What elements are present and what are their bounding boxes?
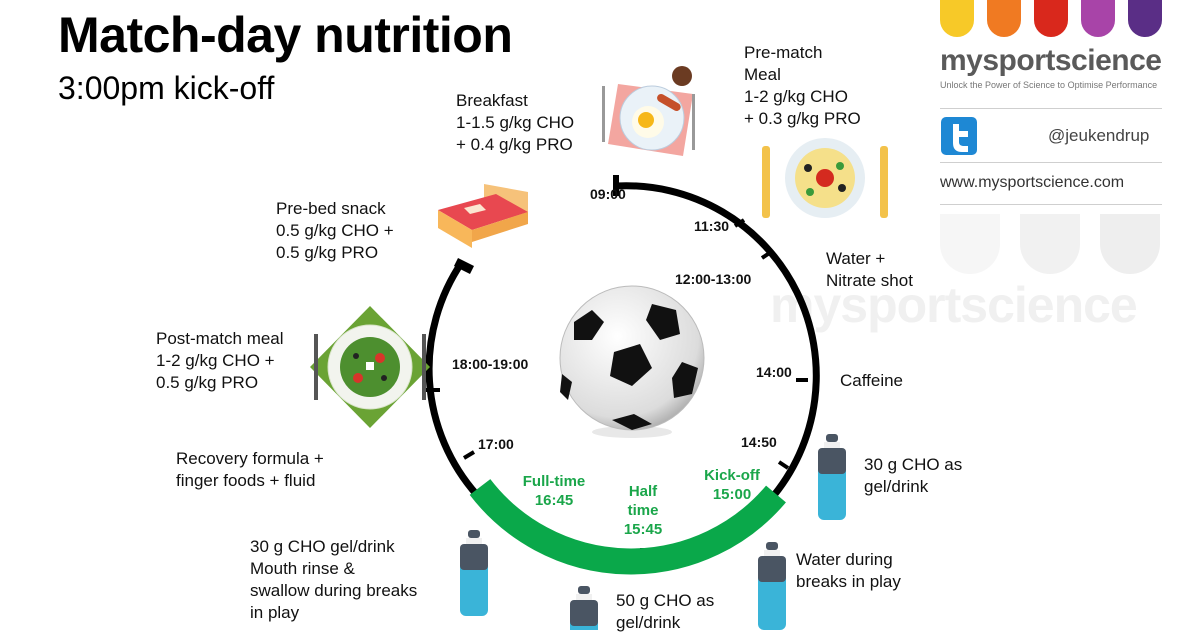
divider: [940, 162, 1162, 163]
prebed-snack-text: Pre-bed snack 0.5 g/kg CHO + 0.5 g/kg PR…: [276, 199, 394, 262]
divider: [940, 204, 1162, 205]
time-1400: 14:00: [756, 364, 792, 380]
time-1130: 11:30: [694, 218, 730, 234]
time-1200-1300: 12:00-13:00: [675, 271, 752, 287]
water-breaks-text: Water during breaks in play: [796, 550, 901, 591]
recovery-text: Recovery formula + finger foods + fluid: [176, 449, 324, 490]
twitter-icon[interactable]: [941, 117, 977, 155]
time-1800-1900: 18:00-19:00: [452, 356, 529, 372]
watermark-text: mysportscience: [770, 277, 1138, 333]
brand-tagline: Unlock the Power of Science to Optimise …: [940, 80, 1158, 90]
brand-name: mysportscience: [940, 44, 1162, 77]
soccer-ball-icon: [559, 285, 705, 438]
breakfast-text: Breakfast 1-1.5 g/kg CHO + 0.4 g/kg PRO: [456, 91, 575, 154]
page-title: Match-day nutrition: [58, 7, 513, 63]
page-subtitle: 3:00pm kick-off: [58, 70, 275, 106]
cho50-half-text: 50 g CHO as gel/drink: [616, 591, 715, 632]
brand-drops-icon: [940, 0, 1162, 38]
divider: [940, 108, 1162, 109]
halftime-label: Half time 15:45: [623, 483, 663, 538]
twitter-handle[interactable]: @jeukendrup: [1048, 126, 1150, 145]
drink-bottle-icon: [758, 542, 786, 630]
drink-bottle-icon: [570, 586, 598, 630]
salad-plate-icon: [310, 306, 430, 428]
caffeine-text: Caffeine: [840, 371, 904, 390]
water-nitrate-text: Water + Nitrate shot: [826, 249, 913, 290]
time-1700: 17:00: [478, 436, 514, 452]
kickoff-label: Kick-off 15:00: [704, 467, 760, 503]
fulltime-label: Full-time 16:45: [522, 473, 586, 509]
time-1450: 14:50: [741, 434, 777, 450]
breakfast-plate-icon: [602, 66, 695, 156]
cho30-pre-text: 30 g CHO as gel/drink: [864, 455, 963, 496]
drink-bottle-icon: [818, 434, 846, 520]
watermark-drops-icon: [940, 214, 1160, 274]
drink-bottle-icon: [460, 530, 488, 616]
cho30-rinse-text: 30 g CHO gel/drink Mouth rinse & swallow…: [250, 537, 418, 622]
pasta-plate-icon: [762, 138, 888, 218]
postmatch-meal-text: Post-match meal 1-2 g/kg CHO + 0.5 g/kg …: [156, 329, 284, 392]
website-link[interactable]: www.mysportscience.com: [940, 174, 1125, 191]
prematch-meal-text: Pre-match Meal 1-2 g/kg CHO + 0.3 g/kg P…: [744, 43, 861, 128]
time-0900: 09:00: [590, 186, 626, 202]
bed-icon: [438, 184, 528, 248]
